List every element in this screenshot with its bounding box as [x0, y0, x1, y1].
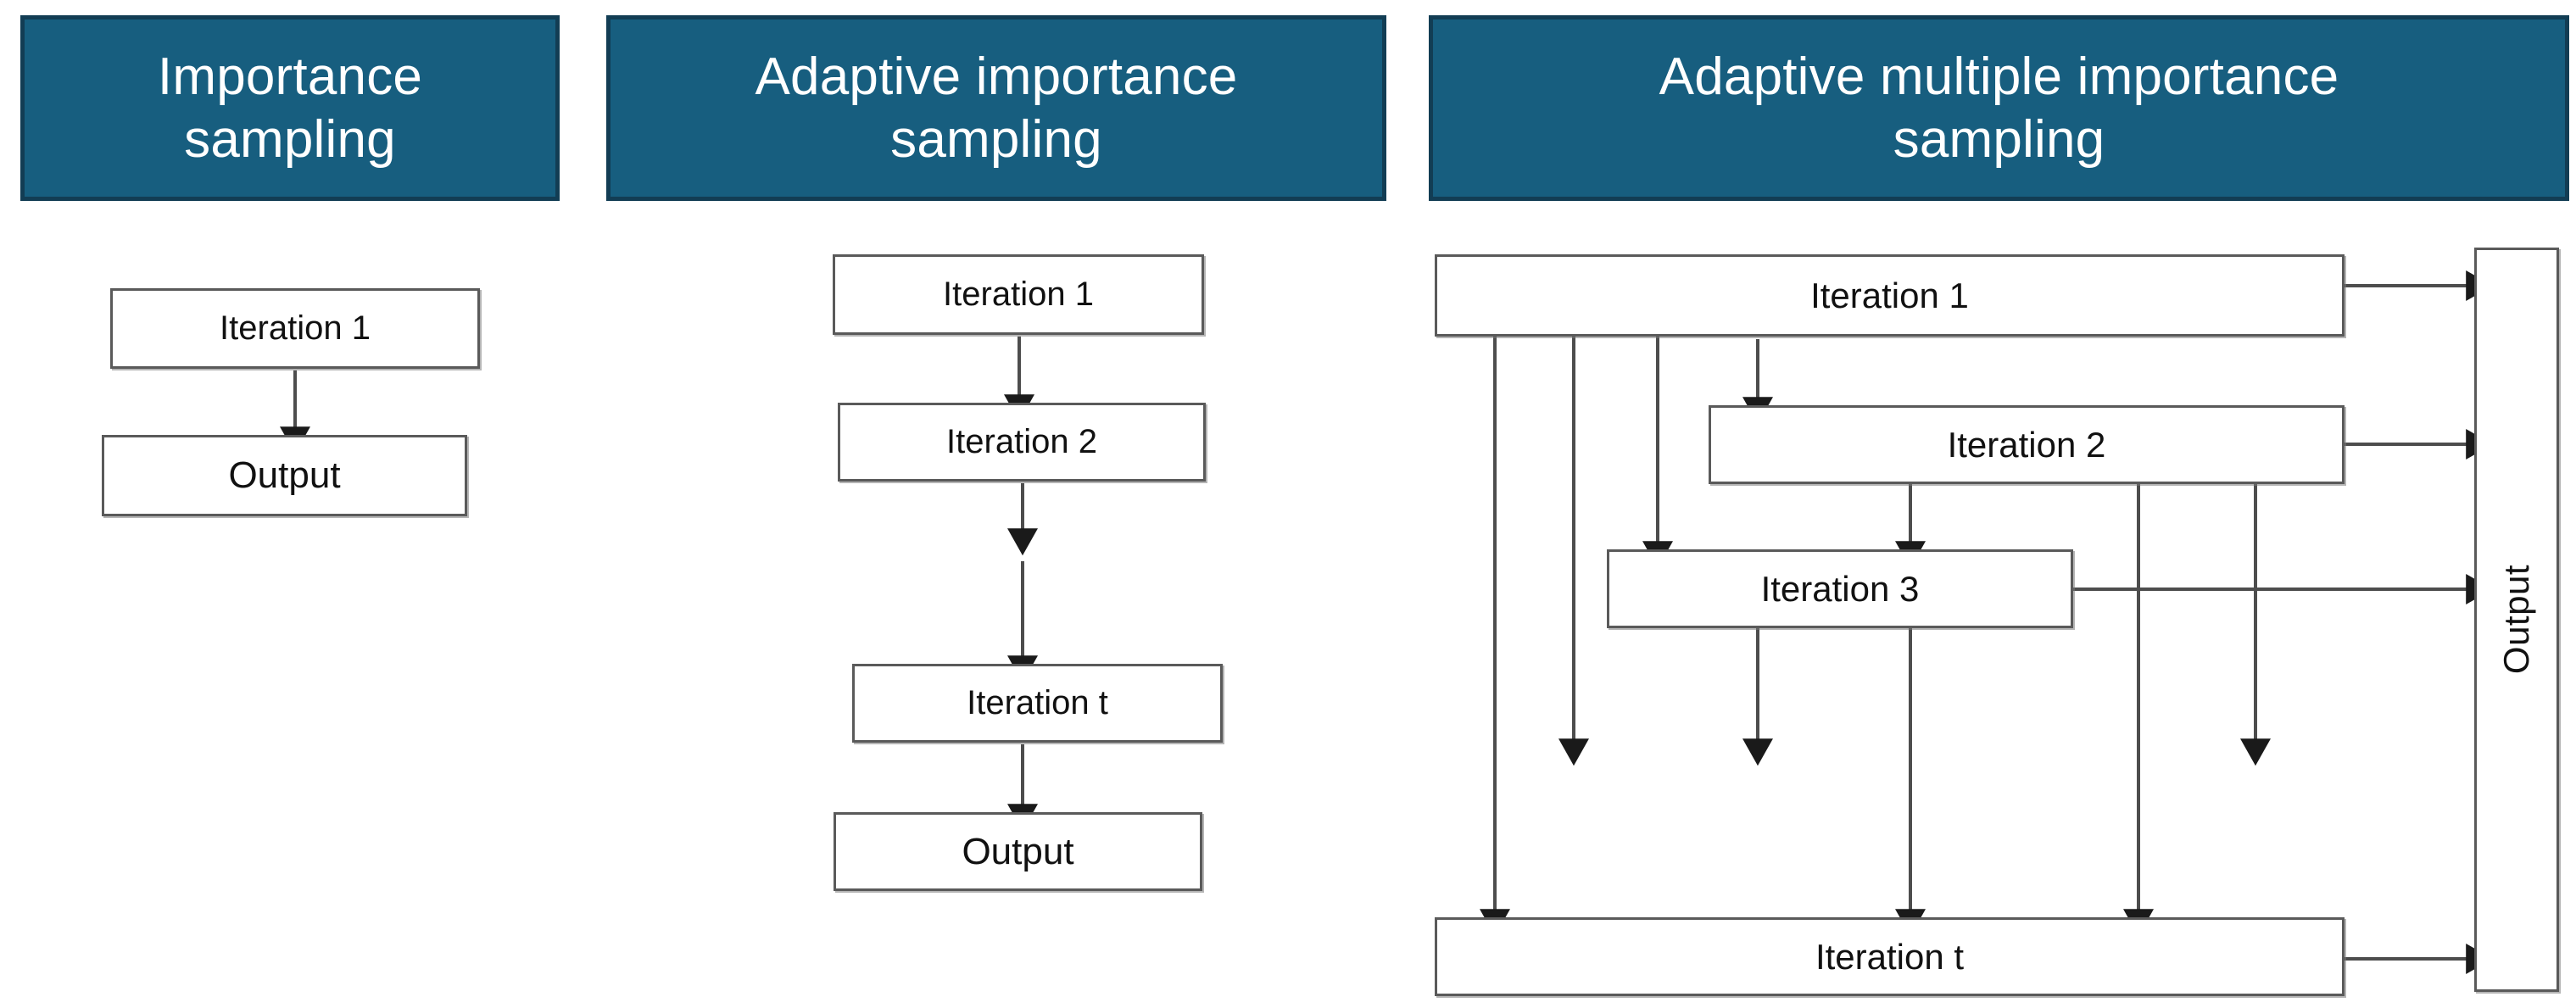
box-label: Iteration 2 — [946, 423, 1097, 460]
column-header-adaptive-multiple-importance-sampling: Adaptive multiple importance sampling — [1429, 15, 2569, 201]
box-label: Iteration 1 — [220, 309, 371, 347]
box-label: Iteration t — [1815, 936, 1965, 977]
box-output-col1[interactable]: Output — [102, 435, 467, 516]
box-iteration-2-col2[interactable]: Iteration 2 — [838, 403, 1206, 482]
box-iteration-2-col3[interactable]: Iteration 2 — [1709, 405, 2345, 484]
box-iteration-1-col3[interactable]: Iteration 1 — [1435, 254, 2345, 337]
box-label: Iteration 2 — [1947, 424, 2106, 465]
box-iteration-t-col3[interactable]: Iteration t — [1435, 917, 2345, 996]
box-iteration-3-col3[interactable]: Iteration 3 — [1607, 549, 2073, 628]
column-header-label: Importance sampling — [157, 47, 423, 169]
box-label: Output — [962, 830, 1074, 872]
box-label: Output — [228, 454, 341, 496]
column-header-label: Adaptive multiple importance sampling — [1659, 47, 2339, 169]
box-output-col2[interactable]: Output — [834, 812, 1202, 891]
column-header-label: Adaptive importance sampling — [755, 47, 1238, 169]
box-label: Iteration 1 — [943, 276, 1094, 313]
box-iteration-t-col2[interactable]: Iteration t — [852, 664, 1223, 743]
column-header-importance-sampling: Importance sampling — [20, 15, 560, 201]
box-output-col3[interactable]: Output — [2474, 248, 2559, 992]
column-header-adaptive-importance-sampling: Adaptive importance sampling — [606, 15, 1386, 201]
box-iteration-1-col2[interactable]: Iteration 1 — [833, 254, 1204, 335]
box-label: Iteration 3 — [1760, 568, 1920, 609]
box-label: Iteration 1 — [1810, 275, 1969, 315]
box-label: Iteration t — [967, 684, 1108, 721]
box-label: Output — [2496, 565, 2536, 675]
box-iteration-1-col1[interactable]: Iteration 1 — [110, 288, 480, 369]
